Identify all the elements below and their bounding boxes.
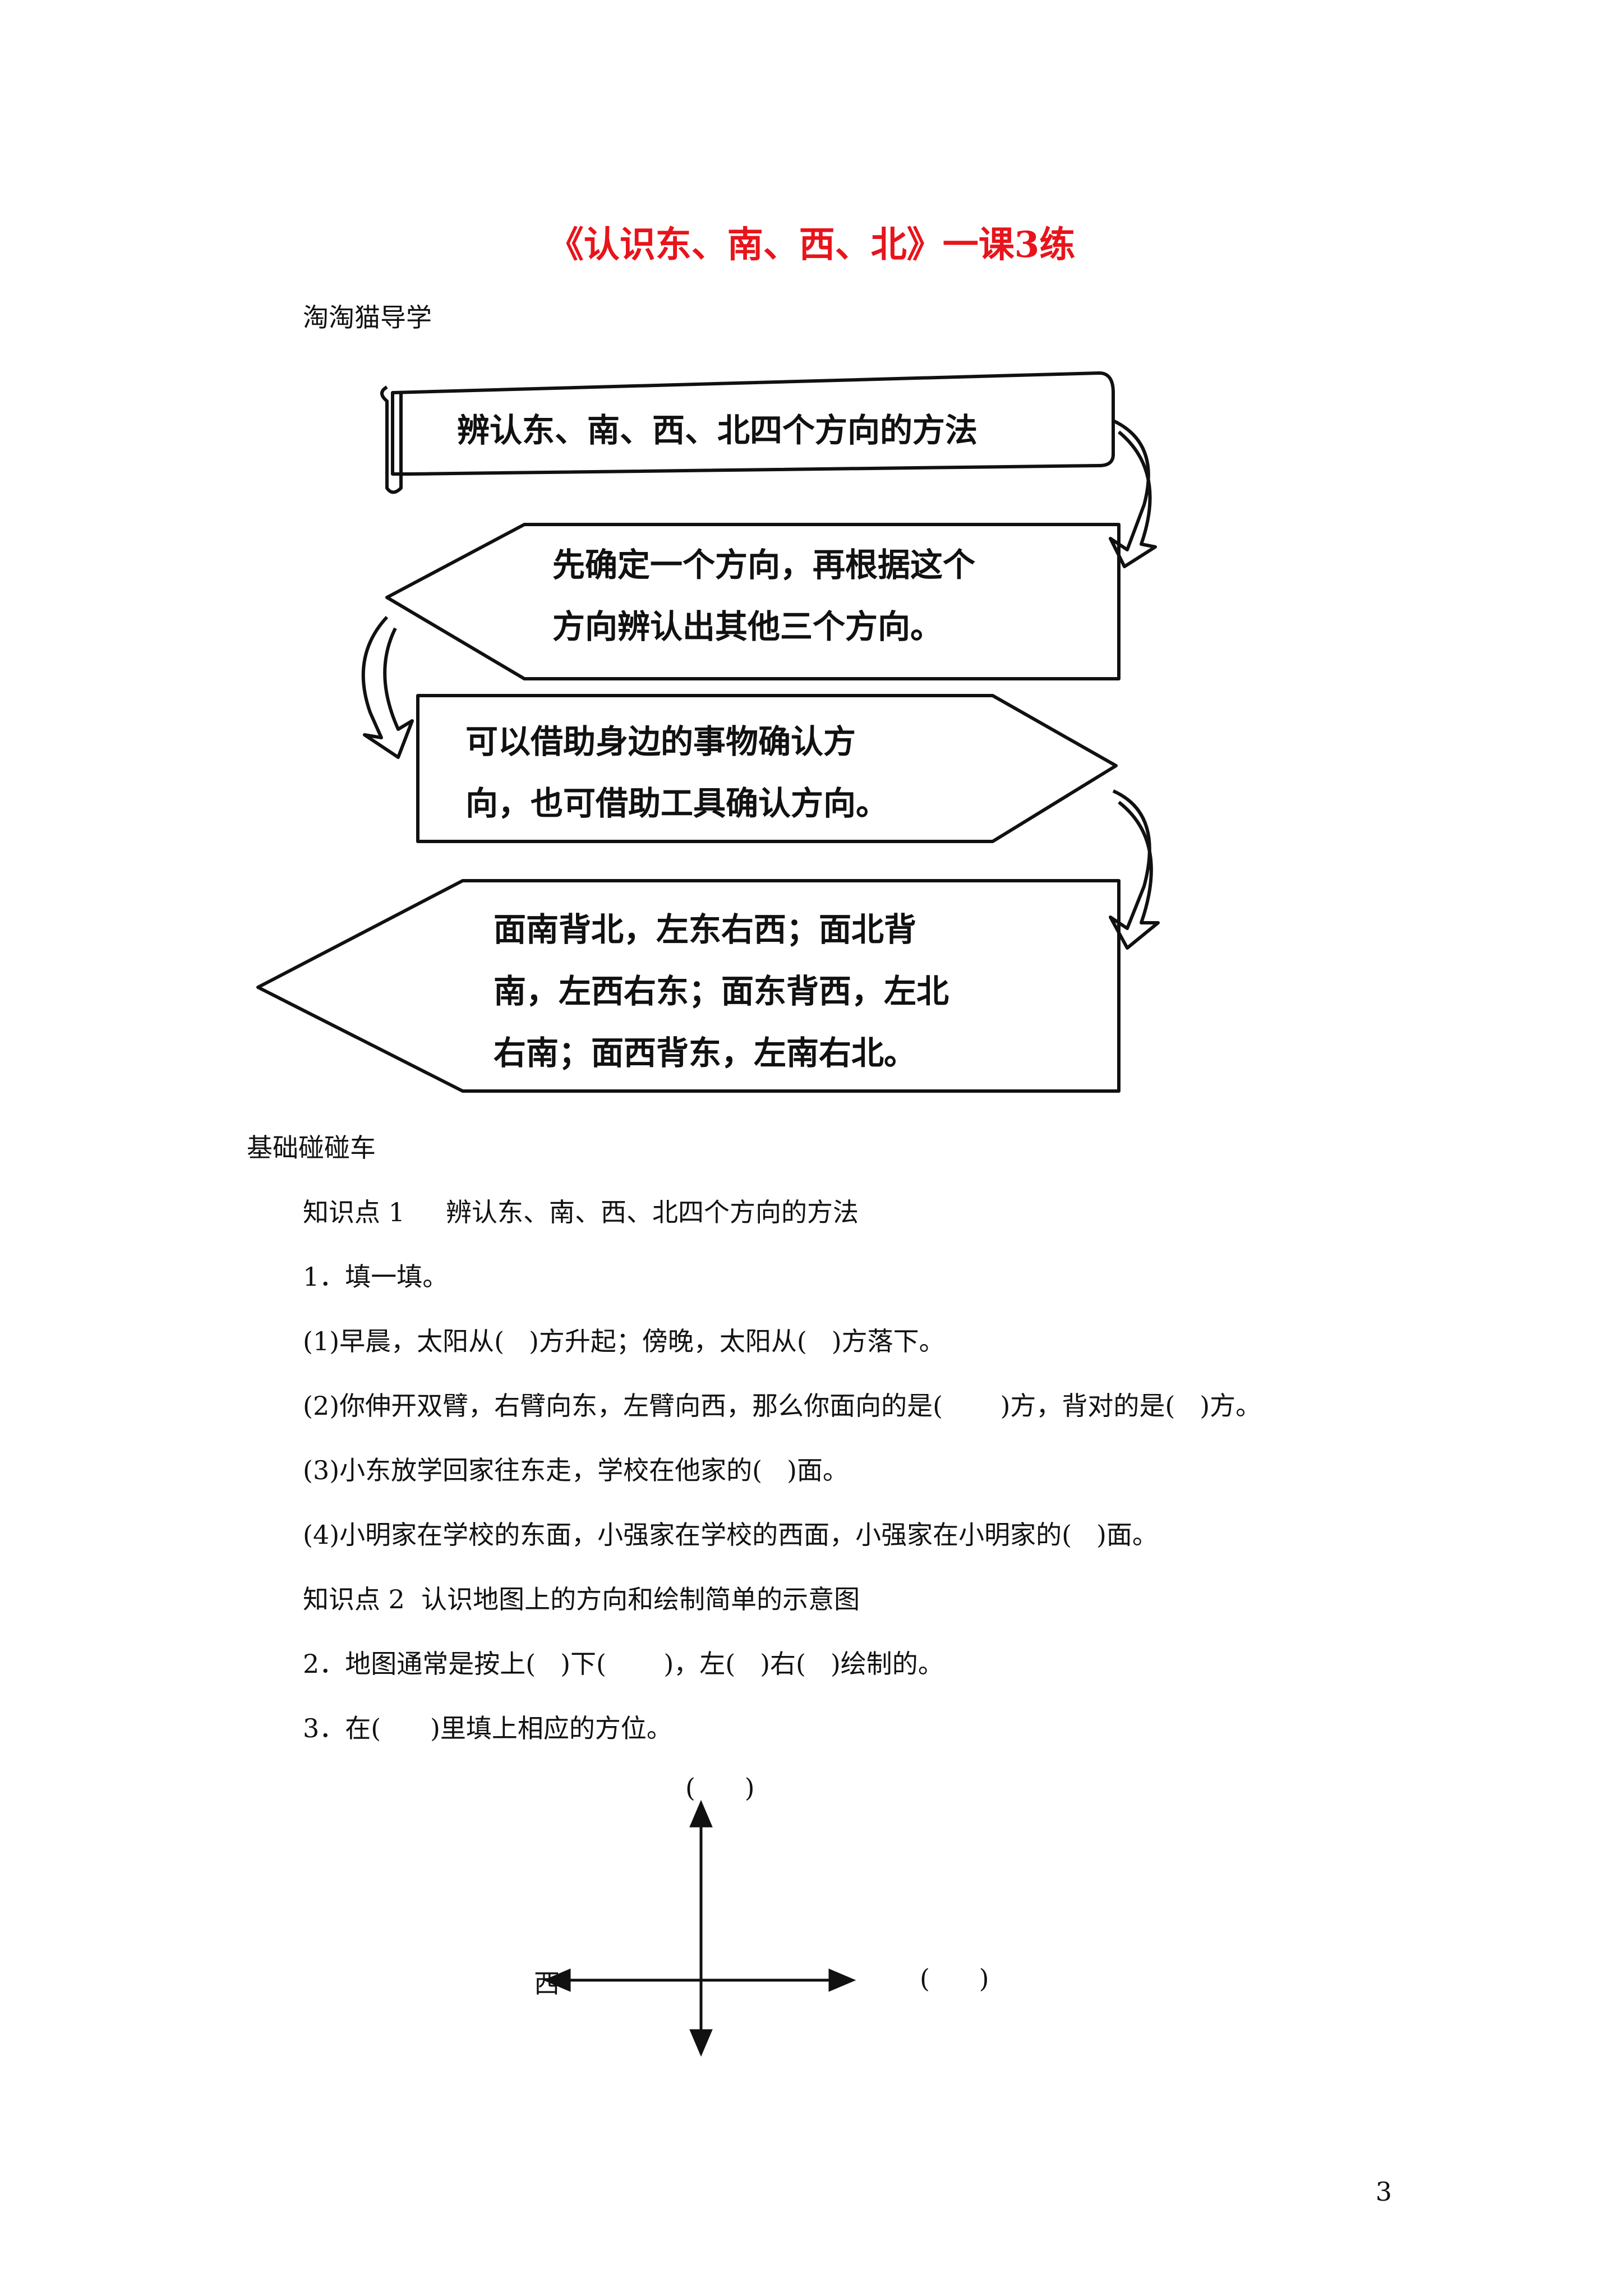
- curve-arrow-3: [1109, 789, 1160, 950]
- west-label: 西: [534, 1968, 560, 1999]
- flow-box3-line2: 向，也可借助工具确认方向。: [465, 784, 889, 822]
- question-1-3: (3)小东放学回家往东走，学校在他家的( )面。: [303, 1455, 849, 1485]
- flow-box2-line1: 先确定一个方向，再根据这个: [552, 546, 976, 584]
- question-1-4: (4)小明家在学校的东面，小强家在学校的西面，小强家在小明家的( )面。: [303, 1520, 1158, 1550]
- curve-arrow-1: [1109, 419, 1157, 568]
- knowledge-point-2: 知识点 2 认识地图上的方向和绘制简单的示意图: [303, 1584, 860, 1614]
- flow-box4-line3: 右南；面西背东，左南右北。: [494, 1034, 917, 1072]
- question-1-1: (1)早晨，太阳从( )方升起；傍晚，太阳从( )方落下。: [303, 1326, 945, 1356]
- guide-heading: 淘淘猫导学: [303, 302, 432, 333]
- flow-box3-line1: 可以借助身边的事物确认方: [465, 723, 856, 761]
- arrow-down-icon: [689, 2029, 713, 2057]
- box4-shape: [256, 879, 1121, 1093]
- basic-heading: 基础碰碰车: [247, 1133, 376, 1163]
- page-number: 3: [1375, 2177, 1392, 2207]
- flow-box1-text: 辨认东、南、西、北四个方向的方法: [457, 411, 978, 449]
- scroll-roll: [380, 385, 403, 494]
- flow-box4-line1: 面南背北，左东右西；面北背: [494, 910, 917, 949]
- box3-shape: [416, 694, 1118, 843]
- curve-arrow-2: [361, 615, 414, 759]
- question-2: 2．地图通常是按上( )下( )，左( )右( )绘制的。: [303, 1649, 944, 1679]
- east-blank[interactable]: ( ): [920, 1963, 989, 1994]
- arrow-left-icon: [543, 1968, 571, 1992]
- scroll-banner: [391, 371, 1115, 476]
- question-1-2: (2)你伸开双臂，右臂向东，左臂向西，那么你面向的是( )方，背对的是( )方。: [303, 1391, 1262, 1421]
- page-title: 《认识东、南、西、北》一课3练: [547, 224, 1076, 266]
- question-1: 1．填一填。: [303, 1262, 449, 1292]
- method-flowchart: [256, 371, 1160, 1093]
- question-3: 3．在( )里填上相应的方位。: [303, 1713, 672, 1743]
- arrow-up-icon: [689, 1800, 713, 1828]
- knowledge-point-1: 知识点 1 辨认东、南、西、北四个方向的方法: [303, 1197, 859, 1227]
- flow-box2-line2: 方向辨认出其他三个方向。: [552, 608, 943, 646]
- box2-shape: [385, 523, 1121, 680]
- flow-box4-line2: 南，左西右东；面东背西，左北: [494, 972, 949, 1010]
- north-blank[interactable]: ( ): [685, 1773, 755, 1803]
- arrow-right-icon: [828, 1968, 856, 1992]
